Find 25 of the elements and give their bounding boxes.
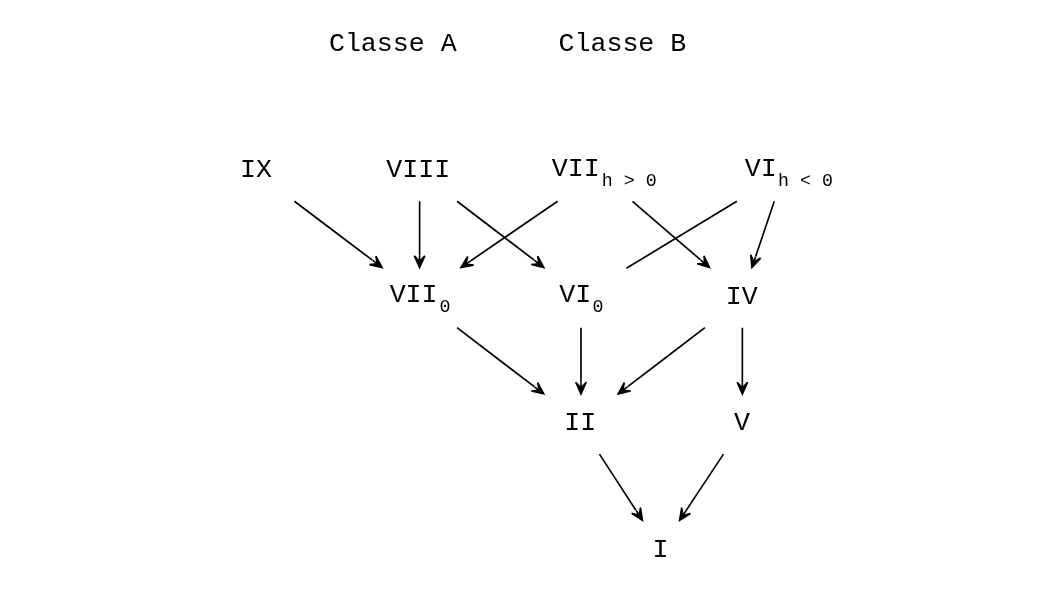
node-text: VIII — [386, 155, 451, 186]
node-text: II — [564, 408, 597, 439]
arrow — [598, 453, 644, 522]
label: Classe B — [558, 28, 687, 59]
arrow — [617, 326, 706, 395]
arrow — [749, 200, 776, 269]
node-text: VI$_{0}$ — [559, 280, 604, 318]
node-text: V — [734, 408, 750, 439]
arrow — [678, 453, 725, 522]
arrow — [460, 200, 559, 269]
node-text: IX — [239, 155, 272, 186]
connector — [625, 200, 738, 270]
arrow — [456, 326, 545, 395]
arrow — [631, 200, 711, 269]
arrow — [413, 200, 426, 269]
node-text: I — [652, 534, 669, 565]
node-text: VI$_{h < 0}$ — [744, 153, 833, 191]
arrow — [293, 200, 383, 269]
arrow — [456, 200, 545, 269]
node-text: VII$_{h > 0}$ — [551, 153, 657, 191]
arrow — [736, 326, 749, 395]
node-text: IV — [725, 281, 758, 312]
label: Classe A — [328, 28, 457, 59]
node-text: VII$_{0}$ — [389, 280, 451, 318]
arrow — [574, 326, 588, 395]
